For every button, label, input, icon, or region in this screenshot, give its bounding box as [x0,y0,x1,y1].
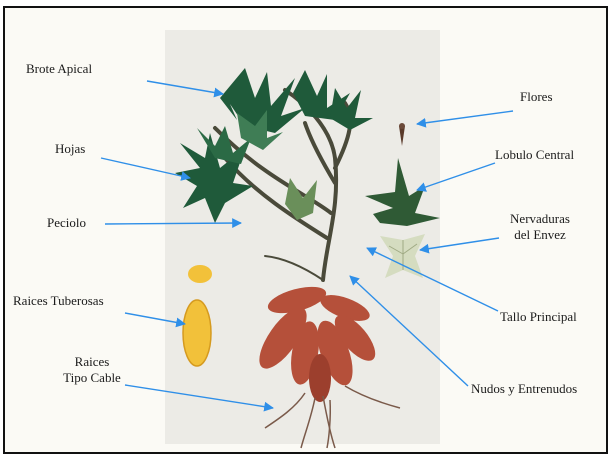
tuber-sections [183,265,212,366]
label-hojas: Hojas [55,141,85,157]
tuberous-roots [251,282,382,402]
label-brote-apical: Brote Apical [26,61,92,77]
label-tallo-principal: Tallo Principal [500,309,577,325]
label-raices-tipo-cable-line2: Tipo Cable [47,370,137,386]
label-lobulo-central: Lobulo Central [495,147,574,163]
label-peciolo: Peciolo [47,215,86,231]
label-flores: Flores [520,89,553,105]
label-nervaduras-del-envez: Nervaduras del Envez [500,211,580,243]
label-raices-tuberosas: Raices Tuberosas [13,293,104,309]
label-raices-tipo-cable-line1: Raices [47,354,137,370]
leaves [175,68,440,278]
label-nervaduras-line2: del Envez [500,227,580,243]
fibrous-roots [265,386,400,448]
label-nudos-entrenudos: Nudos y Entrenudos [471,381,577,397]
diagram-frame: Brote Apical Hojas Peciolo Raices Tubero… [3,6,608,454]
label-raices-tipo-cable: Raices Tipo Cable [47,354,137,386]
label-nervaduras-line1: Nervaduras [500,211,580,227]
